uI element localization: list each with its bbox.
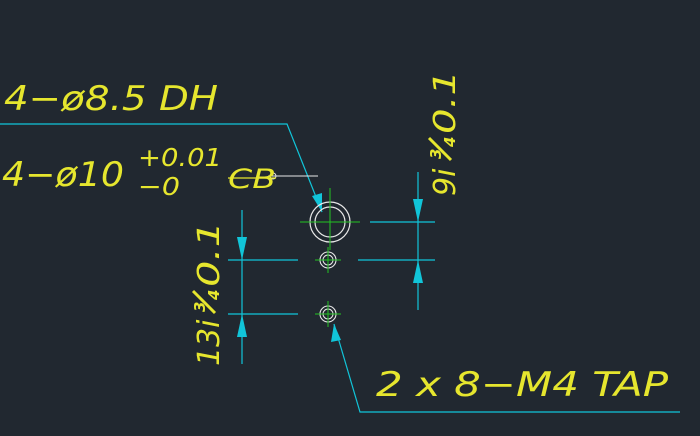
left-dim-arrow-top [237,237,247,260]
left-dim-value: 13 [192,328,227,366]
left-dim-arrow-bottom [237,314,247,337]
hole-tapped [315,301,341,327]
left-dim-tol: 0.1 [192,221,227,287]
right-dim-frac-den: 4 [441,137,459,148]
hole-middle [315,247,341,273]
svg-text:9i: 9i [428,168,463,196]
right-dim-tol-glyph: i [428,168,463,177]
cb-reference-marker [269,172,277,180]
svg-text:13i: 13i [192,319,227,366]
right-dim-frac-num: 3 [427,149,445,159]
tolerance-upper: +0.01 [138,143,222,172]
tap-leader-line [333,323,680,413]
left-dimension-label: 13i 3 4 0.1 [191,221,227,366]
right-dim-value: 9 [428,177,463,196]
left-dim-frac-bar [191,289,217,315]
leader-lines [0,123,680,413]
hole-counterbore [300,188,360,250]
dh-callout-text: 4−ø8.5 DH [4,79,218,119]
left-dim-frac-den: 4 [205,290,223,301]
dh-leader-arrowhead [312,193,322,212]
right-dim-arrow-bottom [413,260,423,283]
tap-callout-text: 2 x 8−M4 TAP [376,365,669,405]
right-dim-arrow-top [413,199,423,222]
right-dim-frac-bar [427,136,453,162]
arrowheads [237,193,423,342]
left-dim-frac-num: 3 [191,302,209,312]
left-dim-tol-glyph: i [192,319,227,328]
cb-callout-suffix: CB [228,164,276,195]
right-dim-tol: 0.1 [428,70,463,134]
dh-leader-line [0,123,323,213]
cb-callout-prefix: 4−ø10 [2,155,124,195]
tolerance-lower: −0 [138,172,180,201]
right-dimension-label: 9i 3 4 0.1 [427,70,463,196]
tap-leader-arrowhead [331,324,341,342]
